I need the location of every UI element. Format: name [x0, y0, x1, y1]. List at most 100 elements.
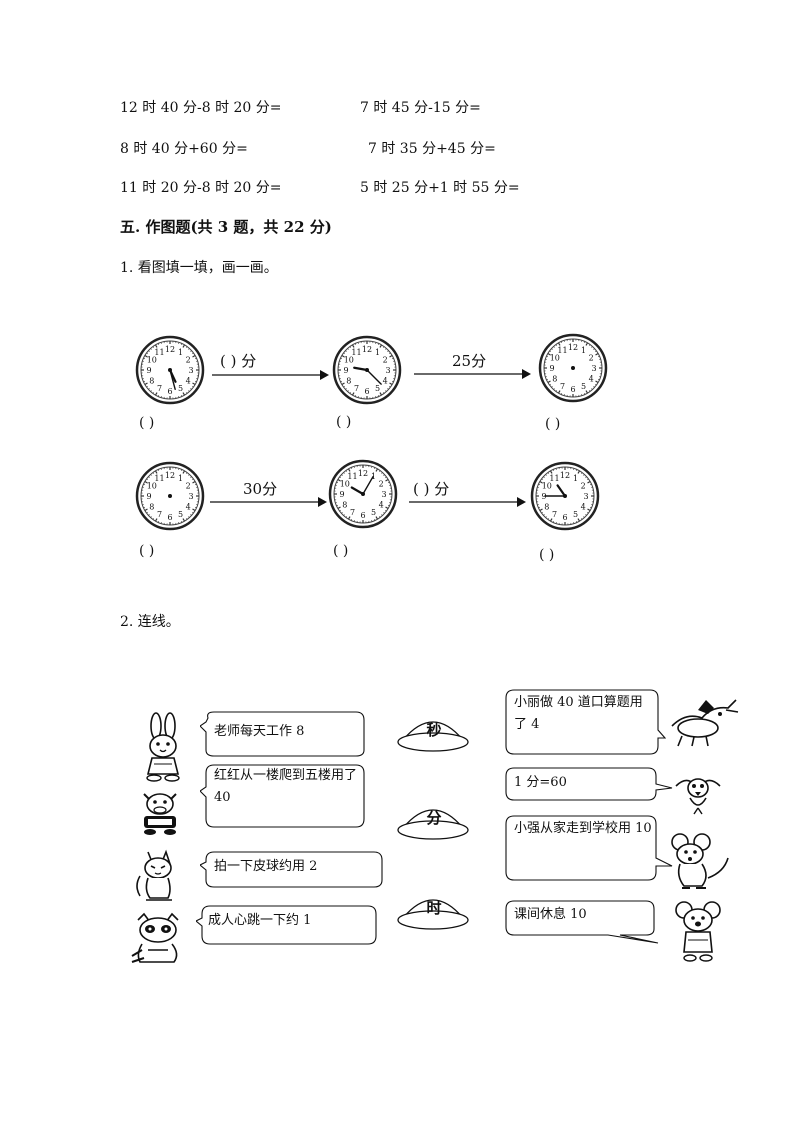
svg-text:11: 11 [351, 348, 361, 357]
svg-text:10: 10 [550, 354, 560, 363]
svg-text:8: 8 [346, 377, 351, 386]
svg-text:6: 6 [570, 385, 575, 394]
svg-text:9: 9 [549, 364, 554, 373]
bubble-text: 成人心跳一下约 1 [208, 913, 312, 928]
koala-icon [675, 901, 721, 962]
svg-text:6: 6 [562, 513, 567, 522]
answer-paren: ( ) [139, 415, 155, 431]
speech-bubble: 成人心跳一下约 1 [196, 904, 382, 946]
svg-text:5: 5 [371, 508, 376, 517]
bubble-text: 课间休息 10 [514, 907, 587, 922]
answer-paren: ( ) [333, 543, 349, 559]
svg-text:12: 12 [358, 469, 368, 478]
svg-text:12: 12 [362, 345, 372, 354]
arrow-label-3: 30分 [243, 480, 278, 498]
answer-paren: ( ) [336, 414, 352, 430]
svg-text:11: 11 [154, 474, 164, 483]
svg-text:8: 8 [552, 375, 557, 384]
svg-text:8: 8 [342, 501, 347, 510]
svg-text:7: 7 [552, 510, 557, 519]
svg-text:4: 4 [186, 503, 191, 512]
svg-text:12: 12 [568, 343, 578, 352]
bubble-text: 1 分=60 [514, 775, 567, 790]
svg-text:7: 7 [157, 384, 162, 393]
arrow-label-1: ( ) 分 [220, 352, 257, 370]
svg-text:3: 3 [381, 490, 386, 499]
svg-text:9: 9 [146, 492, 151, 501]
speech-bubble: 拍一下皮球约用 2 [200, 850, 386, 890]
svg-text:7: 7 [560, 382, 565, 391]
svg-text:10: 10 [147, 482, 157, 491]
svg-text:12: 12 [165, 345, 175, 354]
svg-text:4: 4 [186, 377, 191, 386]
calc-left-1: 12 时 40 分-8 时 20 分= [120, 100, 282, 116]
svg-text:3: 3 [188, 366, 193, 375]
svg-text:5: 5 [375, 384, 380, 393]
svg-text:8: 8 [149, 377, 154, 386]
svg-text:7: 7 [354, 384, 359, 393]
svg-text:4: 4 [379, 501, 384, 510]
svg-text:1: 1 [375, 348, 380, 357]
svg-text:4: 4 [581, 503, 586, 512]
svg-text:9: 9 [343, 366, 348, 375]
section-title: 五. 作图题(共 3 题，共 22 分) [120, 218, 332, 236]
bowl: 分 [395, 802, 471, 844]
svg-text:3: 3 [591, 364, 596, 373]
speech-bubble: 课间休息 10 [504, 899, 662, 947]
bubble-text: 小丽做 40 道口算题用了 4 [514, 695, 643, 732]
bubble-text: 小强从家走到学校用 10 [514, 821, 652, 836]
bowl-label: 分 [426, 809, 442, 827]
speech-bubble: 小强从家走到学校用 10 [504, 814, 674, 882]
svg-text:5: 5 [581, 382, 586, 391]
calc-left-2: 8 时 40 分+60 分= [120, 141, 248, 157]
svg-text:2: 2 [383, 356, 388, 365]
arrow-label-2: 25分 [452, 352, 487, 370]
svg-text:4: 4 [383, 377, 388, 386]
bowl-label: 秒 [426, 721, 442, 739]
svg-text:10: 10 [147, 356, 157, 365]
arrow-label-4: ( ) 分 [413, 480, 450, 498]
svg-text:6: 6 [167, 387, 172, 396]
svg-text:6: 6 [364, 387, 369, 396]
svg-text:8: 8 [544, 503, 549, 512]
svg-text:11: 11 [154, 348, 164, 357]
svg-text:9: 9 [146, 366, 151, 375]
cat-icon [136, 849, 172, 901]
svg-text:4: 4 [589, 375, 594, 384]
svg-text:1: 1 [573, 474, 578, 483]
bird-icon [675, 778, 721, 815]
svg-text:3: 3 [188, 492, 193, 501]
svg-text:1: 1 [178, 348, 183, 357]
svg-text:9: 9 [339, 490, 344, 499]
svg-text:1: 1 [581, 346, 586, 355]
svg-text:11: 11 [549, 474, 559, 483]
svg-text:11: 11 [557, 346, 567, 355]
svg-text:10: 10 [542, 482, 552, 491]
answer-paren: ( ) [539, 547, 555, 563]
svg-text:7: 7 [157, 510, 162, 519]
bowl: 秒 [395, 714, 471, 756]
svg-text:10: 10 [340, 480, 350, 489]
arrow-icon [210, 497, 327, 507]
svg-text:2: 2 [379, 480, 384, 489]
bowl: 时 [395, 892, 471, 934]
speech-bubble: 老师每天工作 8 [200, 710, 372, 758]
cow-icon [143, 793, 177, 835]
speech-bubble: 小丽做 40 道口算题用了 4 [504, 688, 666, 756]
arrow-icon [414, 369, 531, 379]
bowl-label: 时 [426, 899, 442, 917]
dragon-icon [671, 699, 739, 747]
calc-right-3: 5 时 25 分+1 时 55 分= [360, 180, 520, 196]
raccoon-icon [131, 912, 179, 963]
svg-text:7: 7 [350, 508, 355, 517]
svg-text:1: 1 [178, 474, 183, 483]
rabbit-icon [146, 712, 180, 782]
svg-text:12: 12 [165, 471, 175, 480]
mouse-icon [671, 833, 729, 889]
calc-left-3: 11 时 20 分-8 时 20 分= [120, 180, 282, 196]
